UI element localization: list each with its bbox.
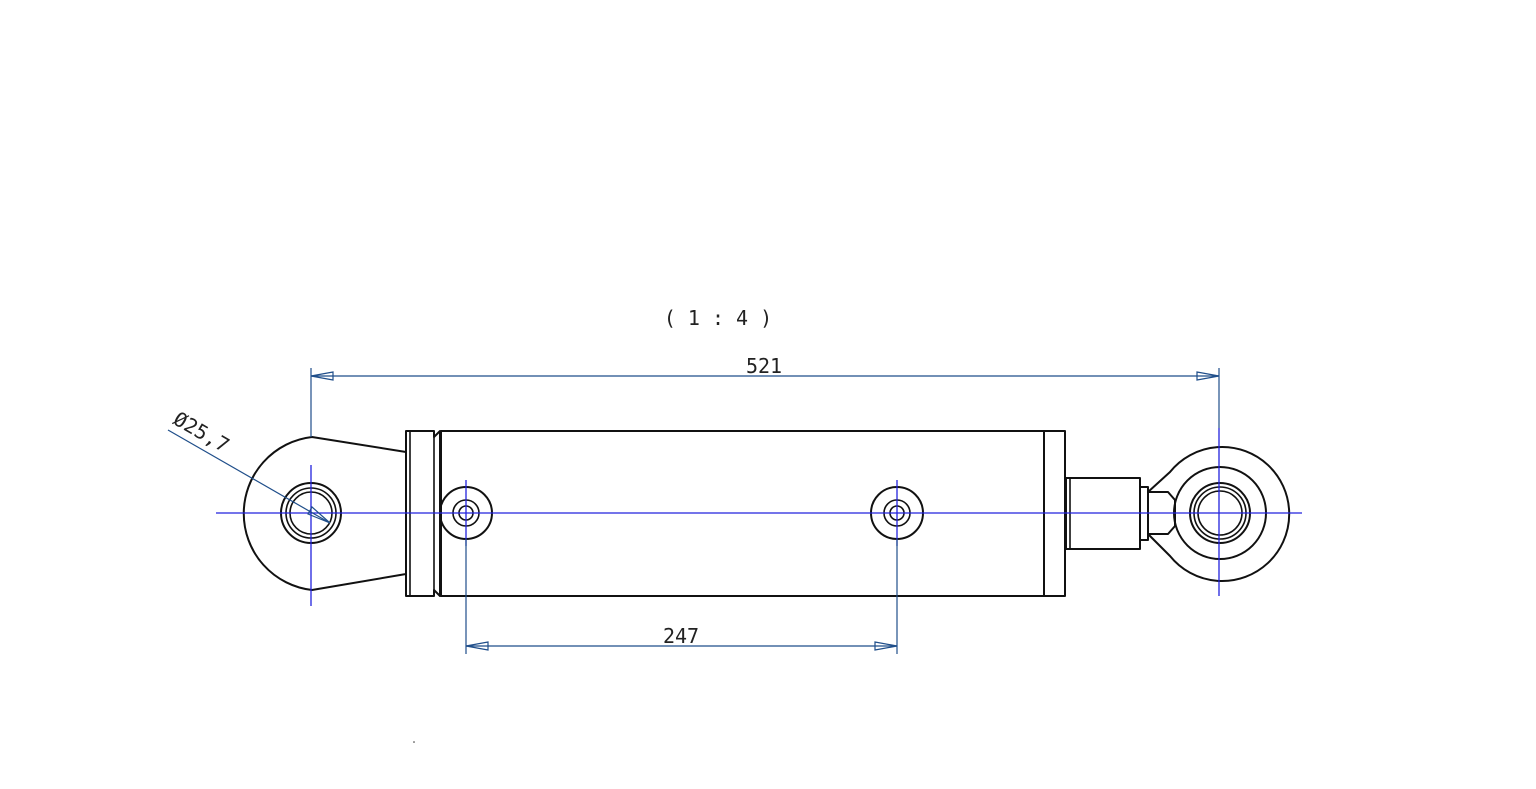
- arrow-left-icon: [465, 641, 489, 651]
- port-spacing-value: 247: [663, 624, 699, 648]
- leader-line-diameter: [167, 429, 331, 524]
- dimension-eye-diameter: Ø25,7: [167, 406, 331, 524]
- dimension-overall-length: 521: [310, 354, 1220, 437]
- stray-mark: [413, 741, 415, 743]
- scale-label: ( 1 : 4 ): [664, 306, 772, 330]
- arrow-left-icon: [310, 371, 334, 381]
- dimension-port-spacing: 247: [465, 539, 898, 654]
- rod-eye-body: [1147, 446, 1291, 582]
- arrow-right-icon: [1196, 371, 1220, 381]
- arrow-right-icon: [874, 641, 898, 651]
- rear-clevis-body: [242, 436, 407, 591]
- leader-arrow-icon: [307, 506, 331, 524]
- centerlines: [216, 428, 1302, 606]
- overall-length-value: 521: [746, 354, 782, 378]
